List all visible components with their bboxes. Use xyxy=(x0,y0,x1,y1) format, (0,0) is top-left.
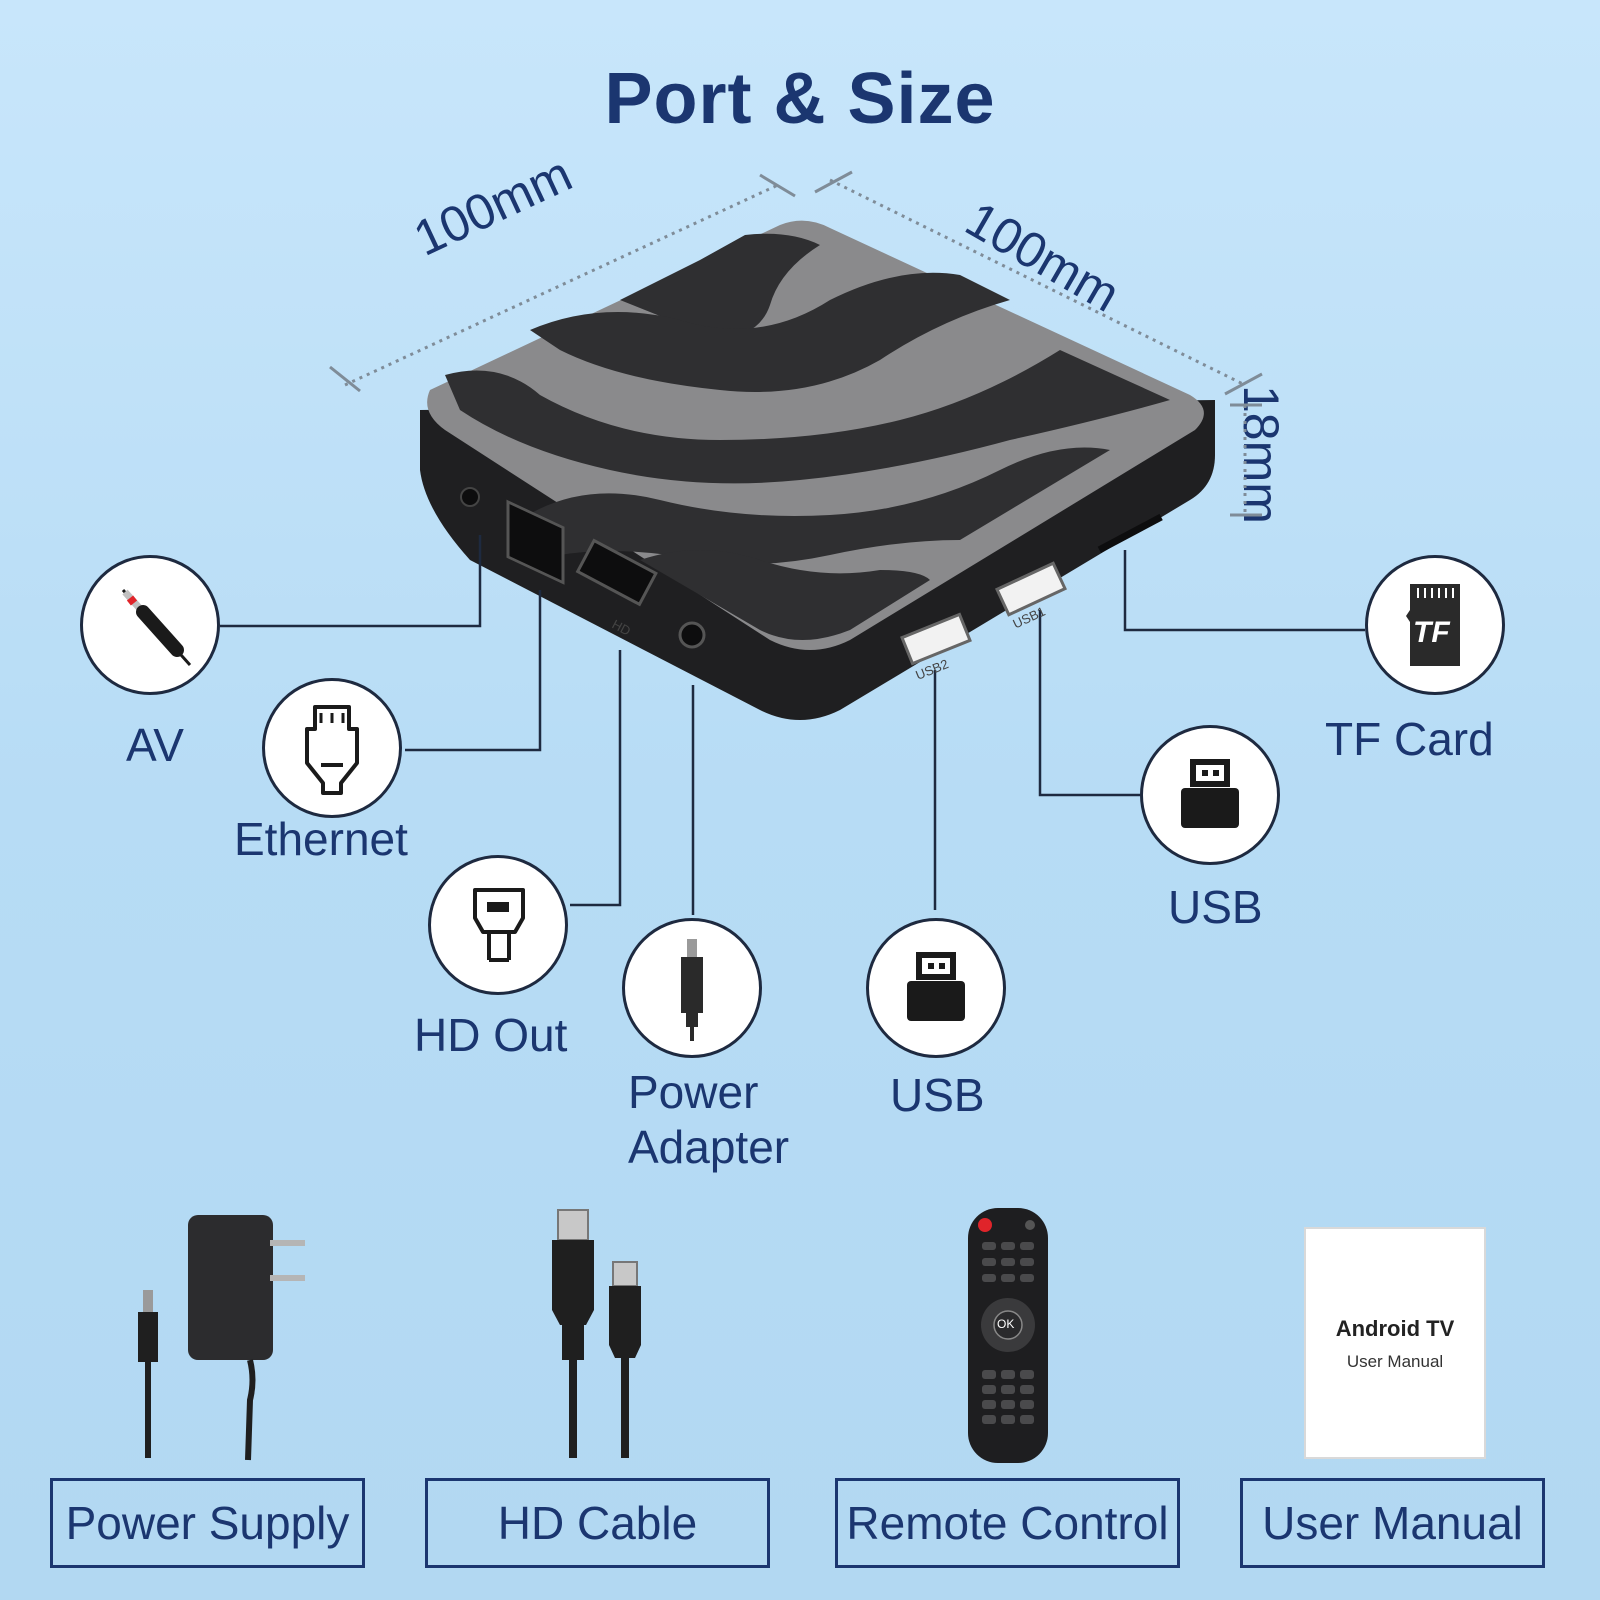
tf-card-circle: TF xyxy=(1365,555,1505,695)
power-port xyxy=(678,621,706,649)
connector-lines xyxy=(220,535,1365,915)
dimension-lines xyxy=(329,170,1263,517)
hd-out-label: HD Out xyxy=(414,1009,568,1061)
user-manual-booklet xyxy=(1304,1227,1486,1459)
power-label-line2: Adapter xyxy=(628,1121,790,1173)
hd-port xyxy=(575,538,658,607)
power-label-line1: Power xyxy=(628,1066,759,1118)
av-port xyxy=(460,487,480,507)
ethernet-label: Ethernet xyxy=(234,813,408,865)
sd-card-icon xyxy=(1406,584,1460,666)
dc-plug-icon xyxy=(681,939,703,1041)
tf-icon-text: TF xyxy=(1413,616,1450,649)
av-label: AV xyxy=(126,719,184,771)
ethernet-port xyxy=(506,499,565,585)
user-manual-label: User Manual xyxy=(1240,1478,1545,1568)
device-top-pattern xyxy=(445,233,1170,640)
hd-cable-label: HD Cable xyxy=(425,1478,770,1568)
device-ports xyxy=(460,487,1163,666)
manual-cover-title: Android TV xyxy=(1335,1316,1455,1341)
manual-cover-subtitle: User Manual xyxy=(1346,1352,1444,1371)
av-plug-icon xyxy=(121,589,192,666)
usb-circle-1 xyxy=(866,918,1006,1058)
usb-port-2 xyxy=(994,561,1068,617)
remote-ok-button: OK xyxy=(997,1317,1015,1331)
ethernet-circle xyxy=(262,678,402,818)
remote-control-label: Remote Control xyxy=(835,1478,1180,1568)
hd-out-circle xyxy=(428,855,568,995)
hd-cable-illustration xyxy=(552,1209,641,1458)
remote-control-illustration xyxy=(968,1208,1048,1463)
power-supply-label: Power Supply xyxy=(50,1478,365,1568)
power-adapter-circle xyxy=(622,918,762,1058)
page-title: Port & Size xyxy=(604,59,996,139)
usb-circle-2 xyxy=(1140,725,1280,865)
usb-label-1: USB xyxy=(890,1069,985,1121)
usb-port-1 xyxy=(900,612,972,666)
usb-plug-icon xyxy=(1181,759,1239,828)
usb-label-2: USB xyxy=(1168,881,1263,933)
tf-slot xyxy=(1097,513,1163,553)
usb-plug-icon xyxy=(907,952,965,1021)
tf-card-label: TF Card xyxy=(1325,713,1494,765)
power-supply-illustration xyxy=(138,1215,305,1461)
ethernet-icon xyxy=(305,705,359,795)
hd-plug-icon xyxy=(473,888,525,962)
av-circle xyxy=(80,555,220,695)
